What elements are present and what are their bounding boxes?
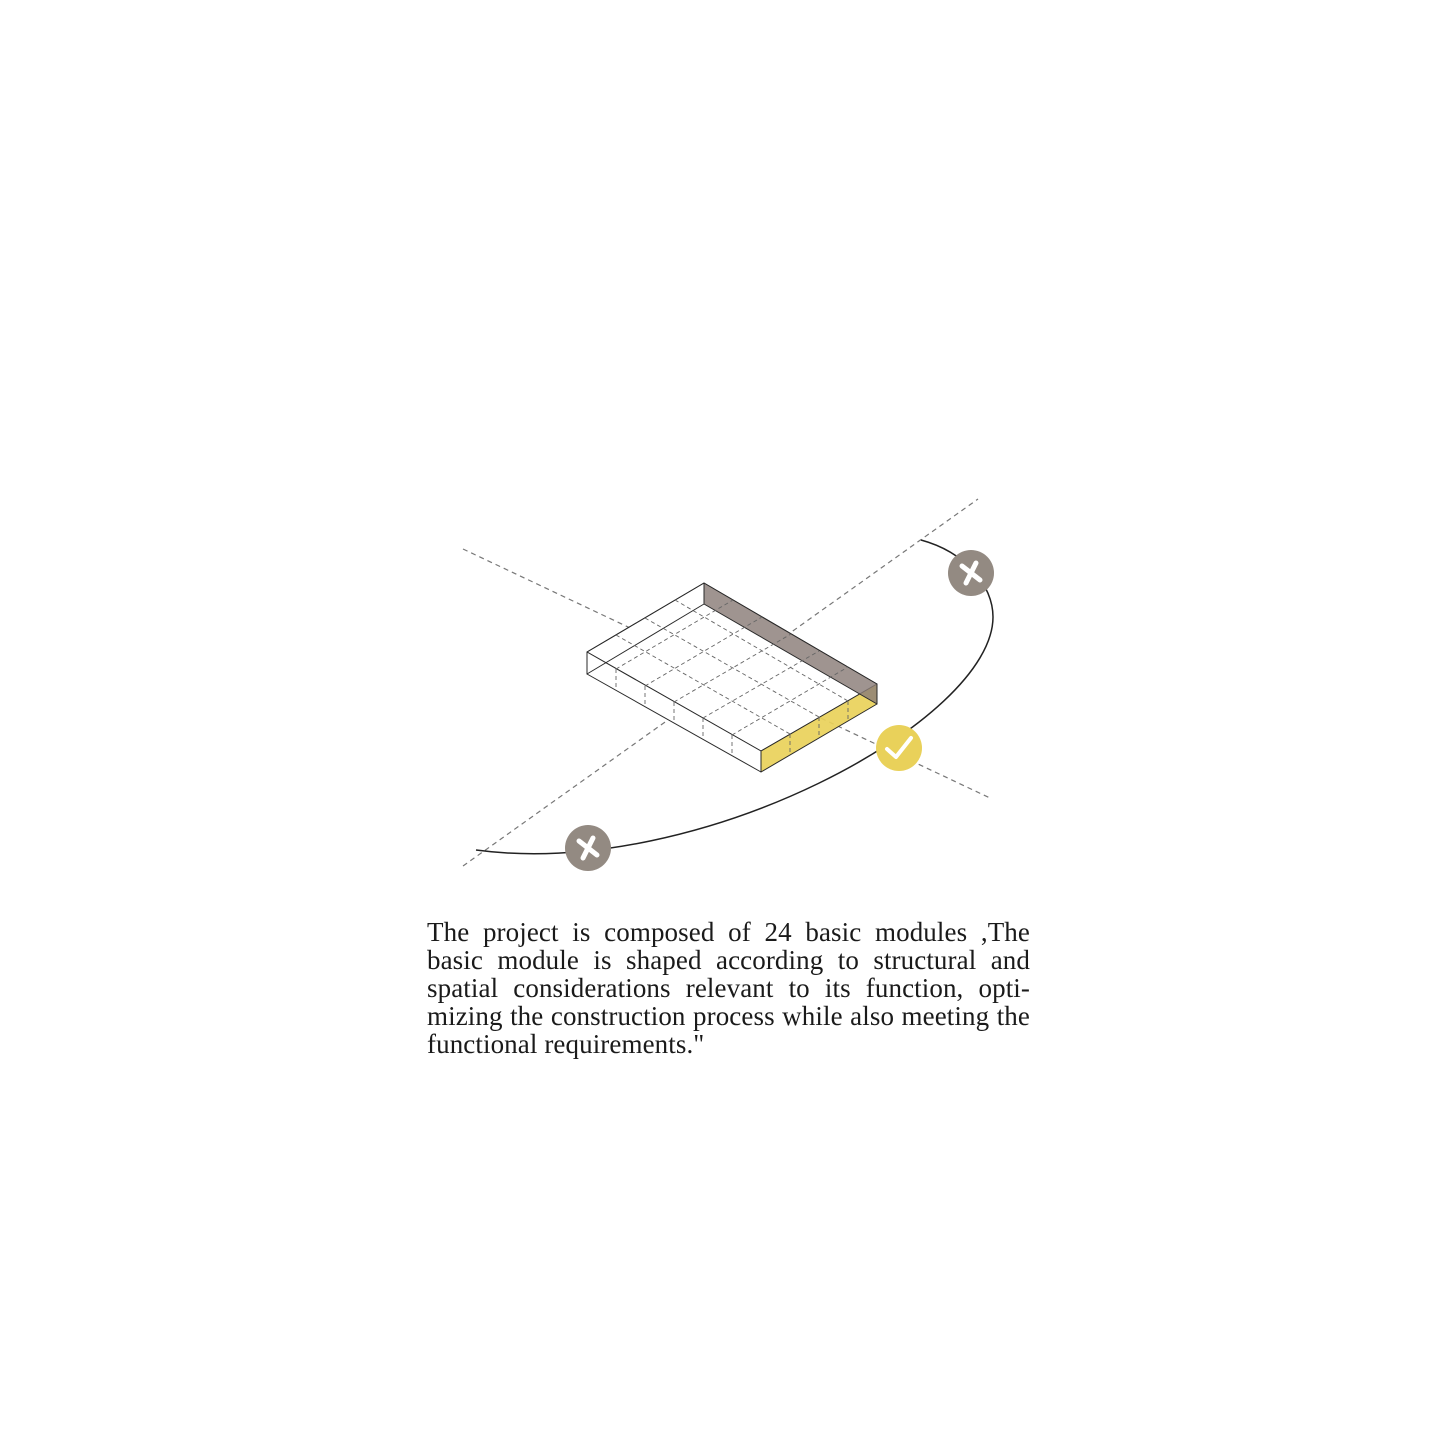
close-icon (959, 560, 983, 586)
module-grid (615, 599, 849, 756)
option-selected (876, 725, 922, 771)
option-rejected-top (948, 550, 994, 596)
check-icon (885, 736, 913, 759)
close-icon (576, 835, 600, 861)
slab-left-edge (586, 582, 705, 675)
caption-text: The project is composed of 24 basic modu… (427, 917, 1030, 1059)
option-rejected-bottom (565, 825, 611, 871)
